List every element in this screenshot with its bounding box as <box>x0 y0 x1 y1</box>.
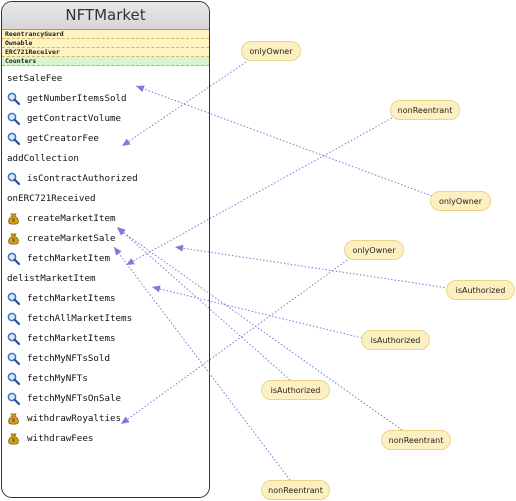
magnifier-icon <box>7 372 20 385</box>
function-name: getCreatorFee <box>27 132 99 144</box>
call-edge <box>174 244 449 289</box>
function-row[interactable]: createMarketItem <box>2 208 209 228</box>
modifier-node[interactable]: isAuthorized <box>261 380 330 400</box>
modifier-node[interactable]: onlyOwner <box>241 41 301 61</box>
function-row[interactable]: onERC721Received <box>2 188 209 208</box>
function-row[interactable]: isContractAuthorized <box>2 168 209 188</box>
function-row[interactable]: withdrawFees <box>2 428 209 448</box>
call-edge <box>116 226 291 381</box>
function-name: withdrawRoyalties <box>27 412 122 424</box>
function-row[interactable]: addCollection <box>2 148 209 168</box>
call-edge <box>121 61 247 147</box>
arrowhead <box>122 138 131 146</box>
magnifier-icon <box>7 132 20 145</box>
function-name: fetchMyNFTs <box>27 372 88 384</box>
function-name: delistMarketItem <box>7 272 96 284</box>
modifier-node[interactable]: onlyOwner <box>430 191 491 211</box>
modifier-node[interactable]: nonReentrant <box>390 100 460 120</box>
function-row[interactable]: fetchMyNFTsOnSale <box>2 388 209 408</box>
function-row[interactable]: getCreatorFee <box>2 128 209 148</box>
call-edge <box>120 257 351 425</box>
magnifier-icon <box>7 172 20 185</box>
money-bag-icon <box>8 413 19 425</box>
function-row[interactable]: fetchAllMarketItems <box>2 308 209 328</box>
call-edge <box>116 227 403 431</box>
magnifier-icon <box>7 332 20 345</box>
function-name: fetchMarketItems <box>27 332 116 344</box>
inherited-contract: ReentrancyGuard <box>2 30 209 39</box>
function-name: isContractAuthorized <box>27 172 138 184</box>
function-name: onERC721Received <box>7 192 96 204</box>
money-bag-icon <box>8 233 19 245</box>
modifier-node[interactable]: isAuthorized <box>446 280 515 300</box>
function-name: fetchMyNFTsSold <box>27 352 110 364</box>
call-edge <box>113 246 291 481</box>
magnifier-icon <box>7 292 20 305</box>
call-edge <box>135 85 433 197</box>
function-list: setSaleFee getNumberItemsSold getContractV… <box>2 68 209 448</box>
function-name: setSaleFee <box>7 72 63 84</box>
function-name: getContractVolume <box>27 112 122 124</box>
function-name: fetchAllMarketItems <box>27 312 133 324</box>
function-row[interactable]: withdrawRoyalties <box>2 408 209 428</box>
arrowhead <box>175 244 184 252</box>
function-name: fetchMyNFTsOnSale <box>27 392 122 404</box>
function-row[interactable]: fetchMarketItem <box>2 248 209 268</box>
magnifier-icon <box>7 112 20 125</box>
function-row[interactable]: getNumberItemsSold <box>2 88 209 108</box>
magnifier-icon <box>7 92 20 105</box>
function-row[interactable]: delistMarketItem <box>2 268 209 288</box>
function-name: fetchMarketItem <box>27 252 110 264</box>
modifier-node[interactable]: isAuthorized <box>361 330 430 350</box>
call-edge <box>151 285 363 339</box>
magnifier-icon <box>7 392 20 405</box>
money-bag-icon <box>8 433 19 445</box>
modifier-node[interactable]: nonReentrant <box>381 430 451 450</box>
inherited-contract: Ownable <box>2 39 209 48</box>
magnifier-icon <box>7 352 20 365</box>
function-name: createMarketItem <box>27 212 116 224</box>
modifier-node[interactable]: onlyOwner <box>344 240 404 260</box>
arrowhead <box>126 258 135 265</box>
inherited-contract: Counters <box>2 57 209 66</box>
magnifier-icon <box>7 252 20 265</box>
arrowhead <box>121 416 130 424</box>
function-name: withdrawFees <box>27 432 94 444</box>
function-row[interactable]: fetchMyNFTs <box>2 368 209 388</box>
arrowhead <box>136 85 145 93</box>
function-row[interactable]: setSaleFee <box>2 68 209 88</box>
modifier-node[interactable]: nonReentrant <box>261 480 330 500</box>
call-edge <box>125 117 393 266</box>
arrowhead <box>152 285 161 293</box>
money-bag-icon <box>8 213 19 225</box>
function-row[interactable]: fetchMyNFTsSold <box>2 348 209 368</box>
function-name: addCollection <box>7 152 79 164</box>
magnifier-icon <box>7 312 20 325</box>
inherited-contract: ERC721Receiver <box>2 48 209 57</box>
function-name: getNumberItemsSold <box>27 92 127 104</box>
arrowhead <box>117 228 126 236</box>
function-name: createMarketSale <box>27 232 116 244</box>
function-row[interactable]: fetchMarketItems <box>2 288 209 308</box>
function-row[interactable]: createMarketSale <box>2 228 209 248</box>
function-row[interactable]: fetchMarketItems <box>2 328 209 348</box>
function-row[interactable]: getContractVolume <box>2 108 209 128</box>
arrowhead <box>114 247 122 256</box>
contract-title: NFTMarket <box>2 2 209 30</box>
function-name: fetchMarketItems <box>27 292 116 304</box>
